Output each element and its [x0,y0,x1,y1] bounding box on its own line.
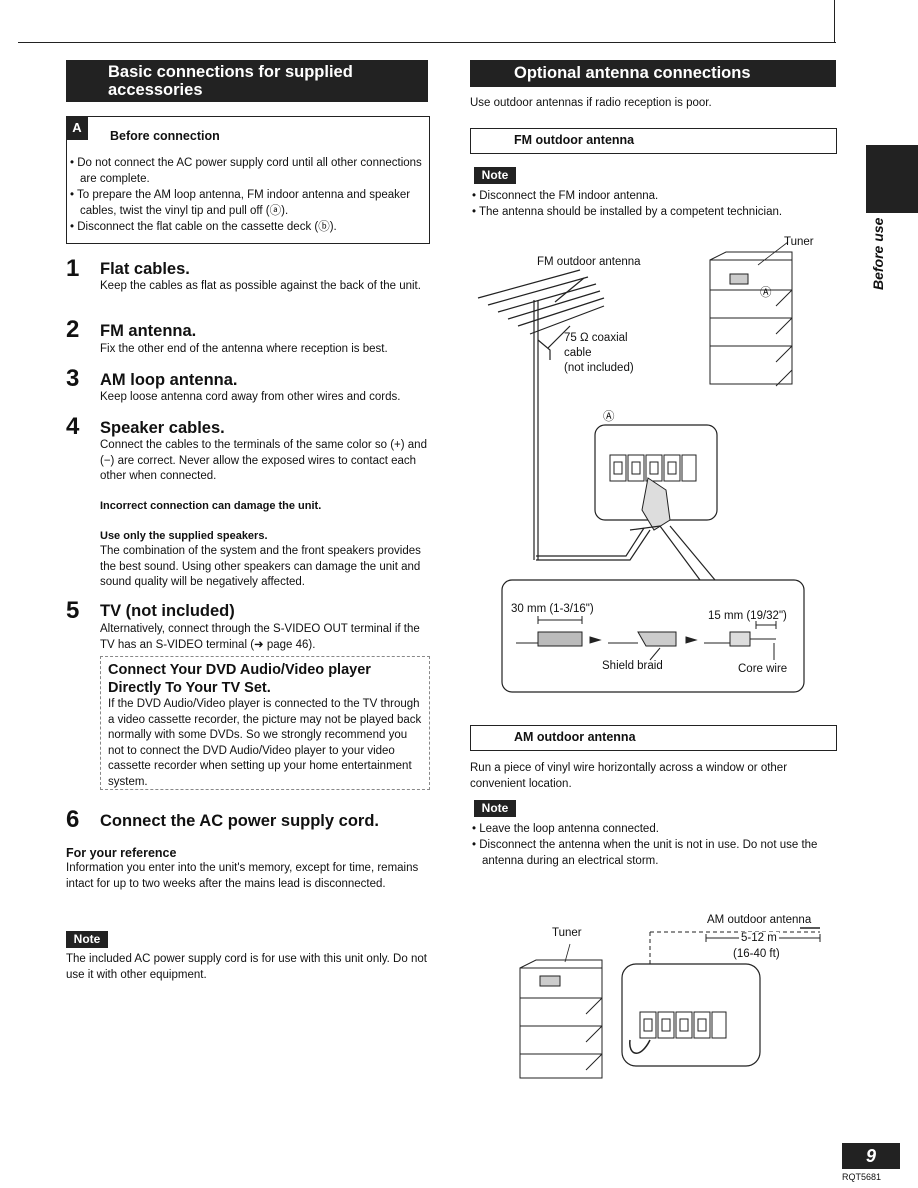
am-note-badge: Note [474,800,516,817]
optional-intro: Use outdoor antennas if radio reception … [470,97,712,109]
reference-text: Information you enter into the unit's me… [66,862,419,890]
am-text: Run a piece of vinyl wire horizontally a… [470,762,788,790]
fm-antenna-diagram [477,241,805,693]
dvd-notice-title-2: Directly To Your TV Set. [108,680,271,696]
step-4-speakers-title: Use only the supplied speakers. [100,530,268,542]
heading-line-2: accessories [108,81,203,99]
fm-heading-box [470,128,837,154]
step-4-title: Speaker cables. [100,419,225,437]
document-code: RQT5681 [842,1172,882,1182]
list-item: • Disconnect the flat cable on the casse… [70,221,337,233]
am-note-list: • Leave the loop antenna connected. • Di… [472,821,834,869]
step-3-title: AM loop antenna. [100,371,238,389]
connector-marker-a: Ⓐ [603,411,615,423]
fm-note-list: • Disconnect the FM indoor antenna. • Th… [472,188,834,220]
section-heading-optional: Optional antenna connections [470,60,836,87]
am-heading-box [470,725,837,751]
dvd-notice-title-1: Connect Your DVD Audio/Video player [108,662,371,678]
top-rule [18,42,836,43]
before-connection-title: Before connection [110,129,220,143]
shield-braid-label: Shield braid [602,660,663,672]
step-6-number: 6 [66,806,80,833]
strip-length-15: 15 mm (19/32") [708,610,787,622]
dvd-notice-box [100,656,430,790]
list-item: • The antenna should be installed by a c… [472,206,783,218]
step-1-title: Flat cables. [100,260,190,278]
step-4-speakers-text: The combination of the system and the fr… [100,545,421,588]
step-1-number: 1 [66,255,80,282]
am-length-m: 5-12 m [739,932,779,944]
strip-length-30: 30 mm (1-3/16") [511,603,594,615]
am-heading: AM outdoor antenna [514,730,636,744]
top-rule-corner [834,0,835,43]
am-tuner-label: Tuner [552,927,582,939]
am-antenna-diagram [519,927,821,1079]
dvd-notice-text: If the DVD Audio/Video player is connect… [108,698,422,788]
step-4-text: Connect the cables to the terminals of t… [100,439,427,482]
before-connection-box [66,116,430,244]
step-2-text: Fix the other end of the antenna where r… [100,343,388,355]
step-1-text: Keep the cables as flat as possible agai… [100,280,421,292]
fm-marker-a: Ⓐ [760,287,772,299]
step-5-title: TV (not included) [100,602,235,620]
step-3-number: 3 [66,365,80,392]
step-6-title: Connect the AC power supply cord. [100,812,379,830]
fm-tuner-label: Tuner [784,236,814,248]
badge-a: A [66,116,88,140]
core-wire-label: Core wire [738,663,788,675]
list-item: • To prepare the AM loop antenna, FM ind… [70,189,411,217]
section-heading-basic: Basic connections for supplied accessori… [66,60,428,102]
reference-title: For your reference [66,846,177,860]
page-number: 9 [842,1143,900,1169]
fm-note-badge: Note [474,167,516,184]
step-5-text: Alternatively, connect through the S-VID… [100,623,420,651]
side-tab-label: Before use [870,217,886,290]
coax-label-2: cable [564,347,592,359]
list-item: • Leave the loop antenna connected. [472,823,659,835]
fm-antenna-label: FM outdoor antenna [537,256,641,268]
am-length-ft: (16-40 ft) [733,948,780,960]
before-connection-list: • Do not connect the AC power supply cor… [70,155,426,235]
fm-heading: FM outdoor antenna [514,133,635,147]
side-tab-block [866,145,918,213]
am-antenna-label: AM outdoor antenna [707,914,812,926]
left-note-text: The included AC power supply cord is for… [66,953,427,981]
step-2-number: 2 [66,316,80,343]
step-2-title: FM antenna. [100,322,197,340]
list-item: • Disconnect the FM indoor antenna. [472,190,659,202]
step-3-text: Keep loose antenna cord away from other … [100,391,401,403]
coax-label-1: 75 Ω coaxial [564,332,628,344]
step-4-warning: Incorrect connection can damage the unit… [100,500,322,512]
step-4-number: 4 [66,413,80,440]
heading-line-1: Basic connections for supplied [108,63,353,81]
coax-label-3: (not included) [564,362,634,374]
list-item: • Disconnect the antenna when the unit i… [472,839,818,867]
step-5-number: 5 [66,597,80,624]
list-item: • Do not connect the AC power supply cor… [70,157,422,185]
left-note-badge: Note [66,931,108,948]
